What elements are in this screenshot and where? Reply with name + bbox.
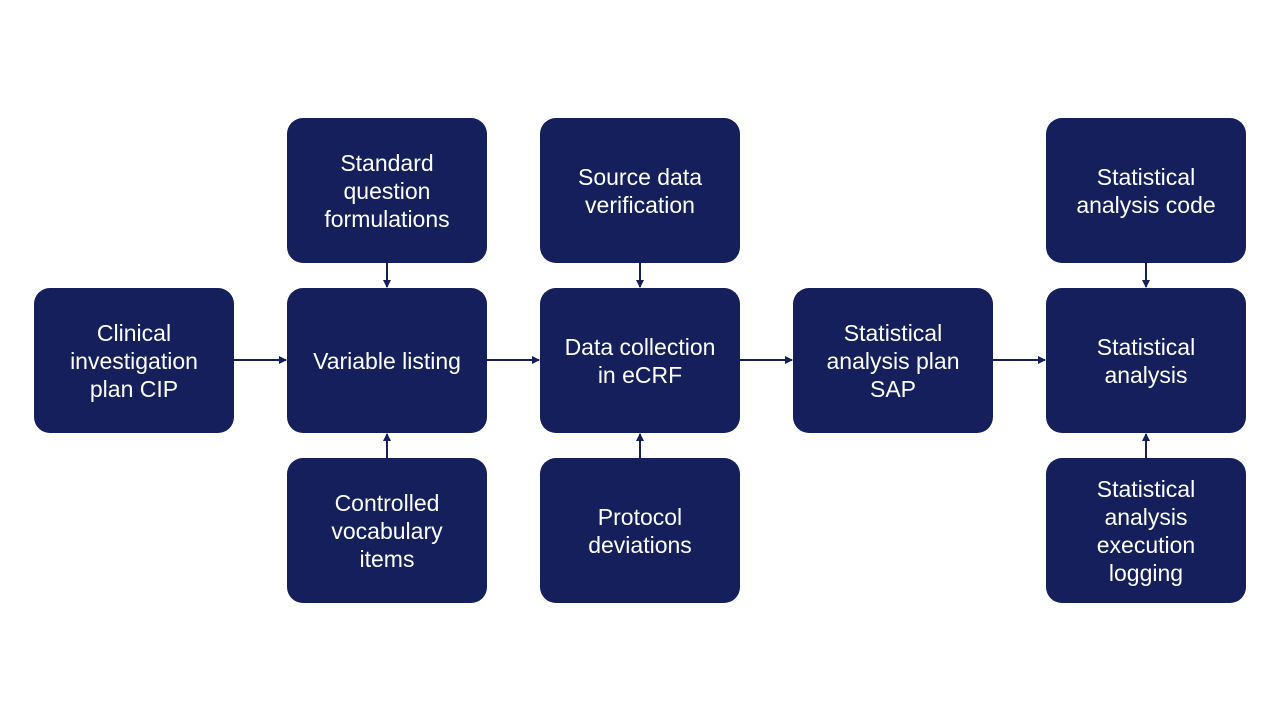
node-statistical-analysis-code: Statistical analysis code xyxy=(1046,118,1246,263)
node-protocol-deviations: Protocol deviations xyxy=(540,458,740,603)
node-controlled-vocabulary-items: Controlled vocabulary items xyxy=(287,458,487,603)
node-statistical-analysis-execution-logging: Statistical analysis execution logging xyxy=(1046,458,1246,603)
node-clinical-investigation-plan: Clinical investigation plan CIP xyxy=(34,288,234,433)
node-standard-question-formulations: Standard question formulations xyxy=(287,118,487,263)
node-source-data-verification: Source data verification xyxy=(540,118,740,263)
node-variable-listing: Variable listing xyxy=(287,288,487,433)
node-data-collection-ecrf: Data collection in eCRF xyxy=(540,288,740,433)
node-statistical-analysis-plan: Statistical analysis plan SAP xyxy=(793,288,993,433)
node-statistical-analysis: Statistical analysis xyxy=(1046,288,1246,433)
